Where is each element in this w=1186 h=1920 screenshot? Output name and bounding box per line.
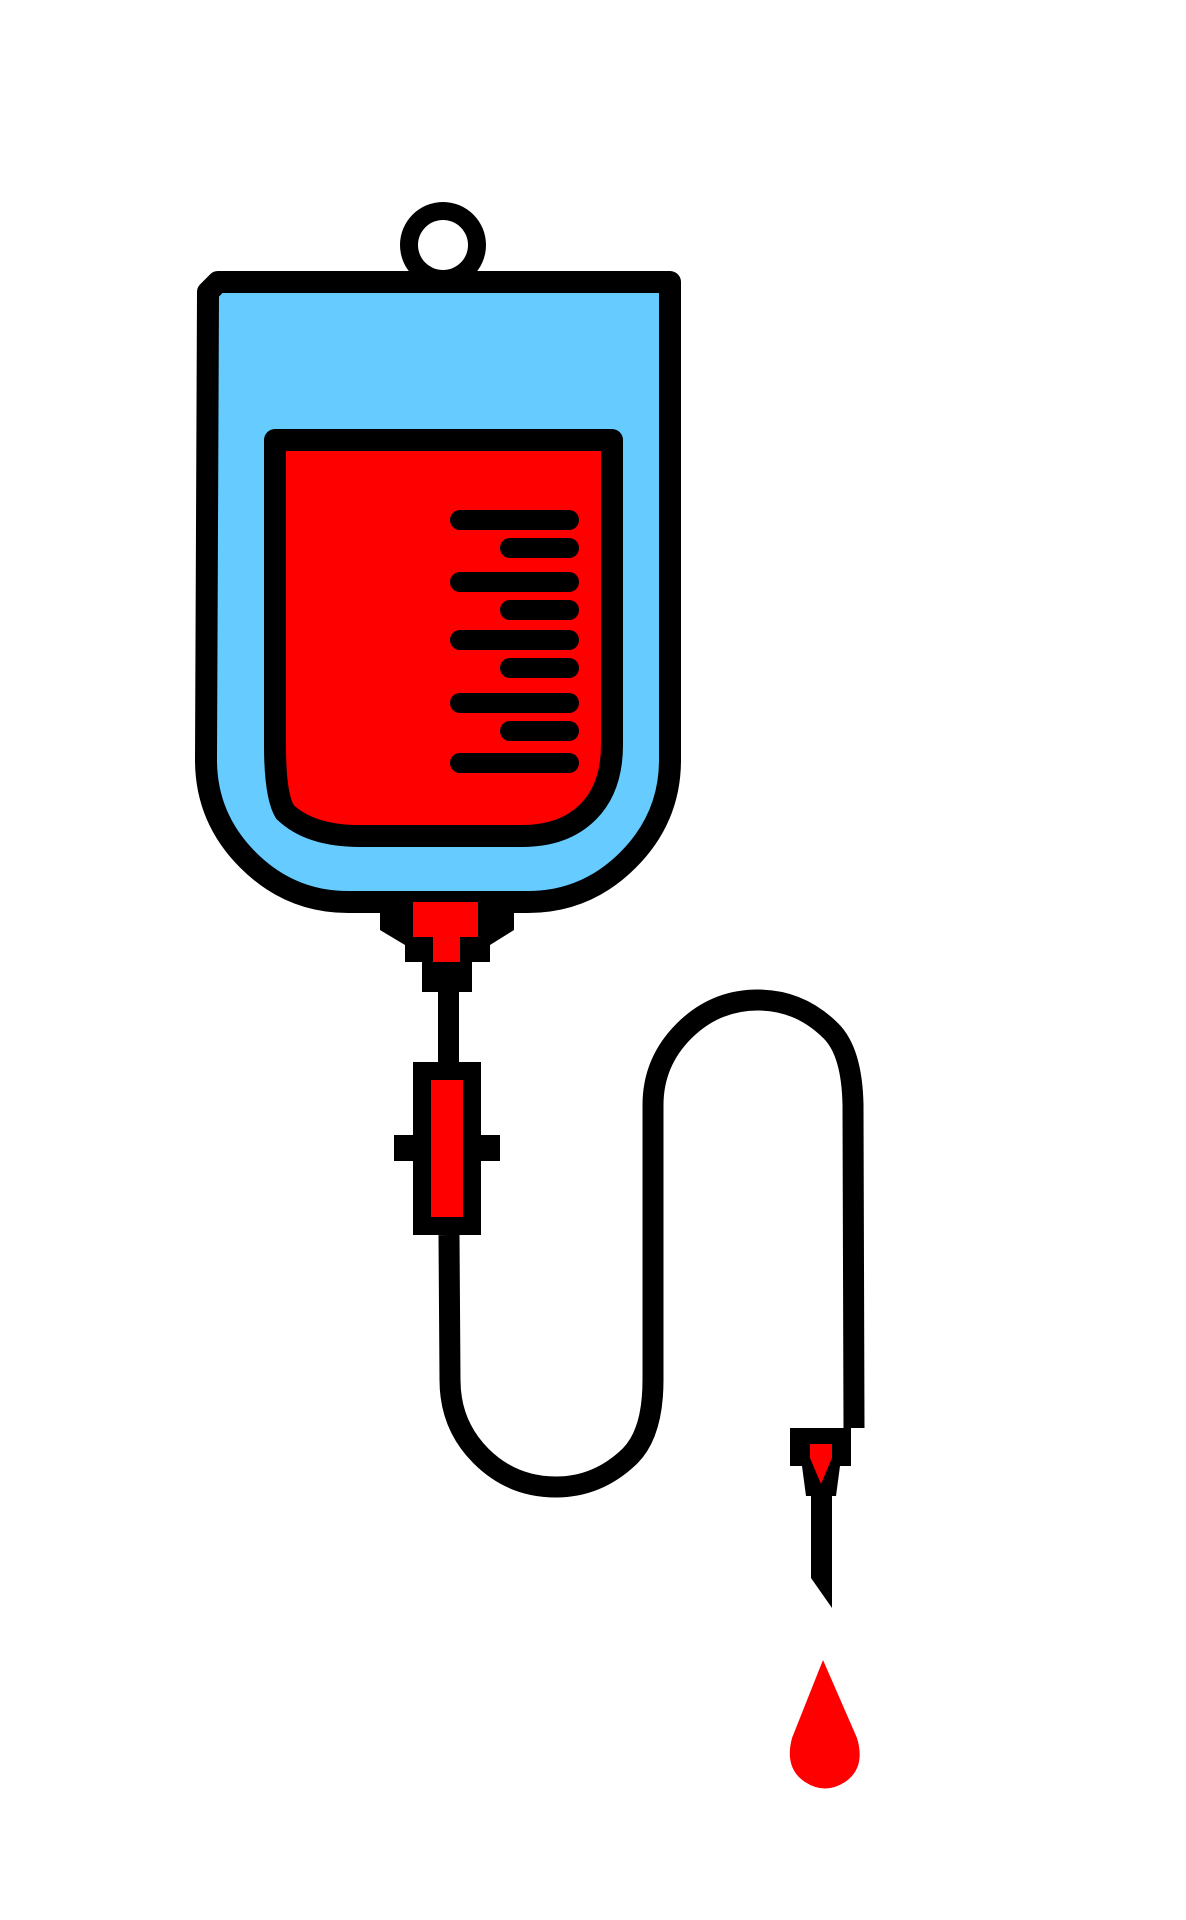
blood-drop-icon bbox=[789, 1660, 860, 1789]
upper-tube bbox=[438, 990, 459, 1062]
hanger-ring-hole bbox=[418, 220, 468, 270]
drip-chamber-icon bbox=[394, 1062, 500, 1235]
needle-icon bbox=[811, 1496, 832, 1608]
measurement-scale-icon bbox=[450, 510, 579, 773]
bag-outlet-port bbox=[380, 902, 514, 992]
needle-hub bbox=[790, 1428, 851, 1496]
tubing-icon bbox=[438, 989, 865, 1498]
